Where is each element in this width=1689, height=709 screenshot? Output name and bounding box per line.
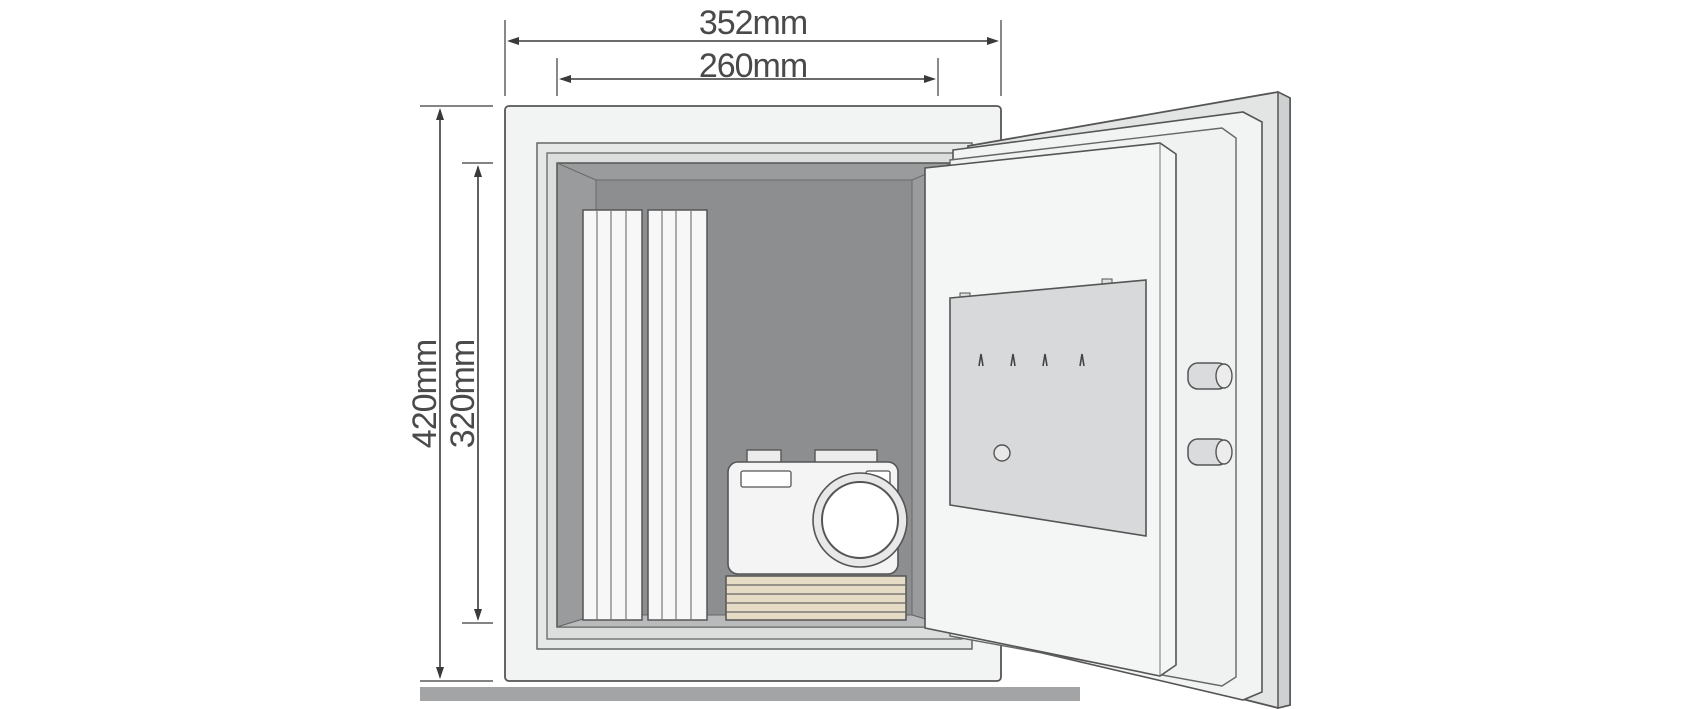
binder-icon — [582, 209, 708, 621]
dimension-lines — [420, 20, 1002, 682]
floor-strip — [420, 687, 1080, 701]
panel-screw — [993, 444, 1011, 462]
key-panel — [949, 278, 1147, 537]
hinge-icon — [1187, 362, 1233, 466]
camera-icon — [727, 449, 908, 575]
outer-width-label: 352mm — [699, 4, 807, 42]
key-hook-icon — [978, 353, 1085, 367]
outer-height-label: 420mm — [406, 340, 444, 448]
inner-width-label: 260mm — [699, 47, 807, 85]
paper-stack-icon — [725, 575, 907, 621]
inner-height-label: 320mm — [444, 340, 482, 448]
